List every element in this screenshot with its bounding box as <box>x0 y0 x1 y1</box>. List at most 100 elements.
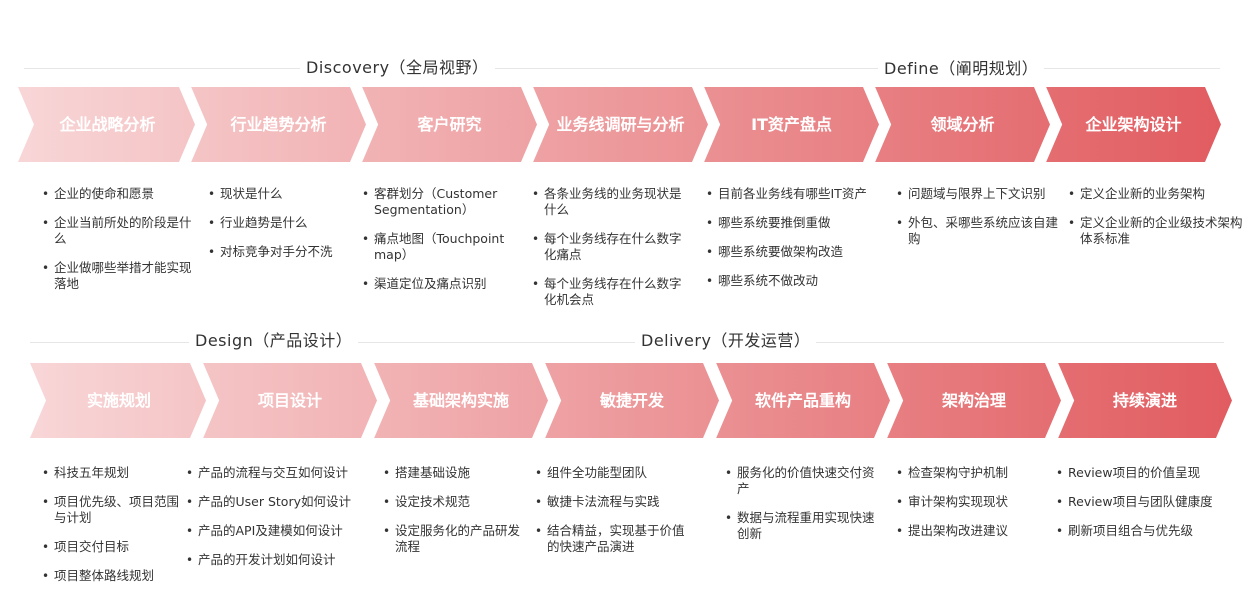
row2-step-list-5: 服务化的价值快速交付资产数据与流程重用实现快速创新 <box>725 465 875 555</box>
row2-chevron-3 <box>372 363 548 438</box>
row2-step-list-6: 检查架构守护机制审计架构实现现状提出架构改进建议 <box>896 465 1046 552</box>
list-item: 渠道定位及痛点识别 <box>362 276 522 292</box>
row1-step-title-3: 客户研究 <box>417 114 482 134</box>
row1-chevron-6 <box>873 87 1050 162</box>
row2-step-title-7: 持续演进 <box>1112 390 1177 410</box>
row2-chevron-7 <box>1056 363 1232 438</box>
row1-step-list-1: 企业的使命和愿景企业当前所处的阶段是什么企业做哪些举措才能实现落地 <box>42 186 192 305</box>
list-item: 数据与流程重用实现快速创新 <box>725 510 875 542</box>
row2-step-list-3: 搭建基础设施设定技术规范设定服务化的产品研发流程 <box>383 465 528 568</box>
row2-step-title-1: 实施规划 <box>86 390 151 410</box>
row1-step-list-3: 客群划分（Customer Segmentation） 痛点地图（Touchpoi… <box>362 186 522 305</box>
row1-chevron-separator-6 <box>871 86 892 163</box>
row2-step-list-1: 科技五年规划项目优先级、项目范围与计划项目交付目标项目整体路线规划 <box>42 465 182 597</box>
row1-chevron-5 <box>702 87 879 162</box>
phase-title-design: Design（产品设计） <box>189 331 359 351</box>
row2-chevron-separator-4 <box>541 362 562 439</box>
list-item: Review项目的价值呈现 <box>1056 465 1226 481</box>
row2-step-title-6: 架构治理 <box>941 390 1006 410</box>
list-item: 哪些系统要推倒重做 <box>706 215 871 231</box>
list-item: 定义企业新的业务架构 <box>1068 186 1246 202</box>
list-item: 提出架构改进建议 <box>896 523 1046 539</box>
list-item: 每个业务线存在什么数字化痛点 <box>532 231 692 263</box>
list-item: 产品的API及建模如何设计 <box>186 523 371 539</box>
row2-step-title-4: 敏捷开发 <box>599 390 664 410</box>
row2-step-list-4: 组件全功能型团队敏捷卡法流程与实践结合精益，实现基于价值的快速产品演进 <box>535 465 695 568</box>
row1-step-list-5: 目前各业务线有哪些IT资产哪些系统要推倒重做哪些系统要做架构改造哪些系统不做改动 <box>706 186 871 302</box>
row1-chevron-separator-5 <box>700 86 721 163</box>
list-item: 项目优先级、项目范围与计划 <box>42 494 182 526</box>
list-item: 行业趋势是什么 <box>208 215 358 231</box>
list-item: 组件全功能型团队 <box>535 465 695 481</box>
list-item: 企业的使命和愿景 <box>42 186 192 202</box>
row2-chevron-4 <box>543 363 719 438</box>
list-item: 定义企业新的企业级技术架构体系标准 <box>1068 215 1246 247</box>
list-item: 客群划分（Customer Segmentation） <box>362 186 522 218</box>
row2-chevron-separator-2 <box>199 362 220 439</box>
row2-chevron-5 <box>714 363 890 438</box>
row1-chevron-4 <box>531 87 708 162</box>
list-item: 检查架构守护机制 <box>896 465 1046 481</box>
row1-chevron-1 <box>18 87 195 162</box>
list-item: 问题域与限界上下文识别 <box>896 186 1061 202</box>
row1-step-title-7: 企业架构设计 <box>1085 114 1182 134</box>
row1-chevron-separator-7 <box>1042 86 1063 163</box>
list-item: 哪些系统要做架构改造 <box>706 244 871 260</box>
row1-step-title-4: 业务线调研与分析 <box>556 114 685 134</box>
row1-step-title-1: 企业战略分析 <box>59 114 156 134</box>
row1-step-title-2: 行业趋势分析 <box>230 114 327 134</box>
list-item: 搭建基础设施 <box>383 465 528 481</box>
list-item: 设定技术规范 <box>383 494 528 510</box>
divider-line-row2 <box>30 342 1224 343</box>
list-item: 产品的User Story如何设计 <box>186 494 371 510</box>
divider-line-row1 <box>24 68 1220 69</box>
list-item: 外包、采哪些系统应该自建购 <box>896 215 1061 247</box>
phase-title-delivery: Delivery（开发运营） <box>635 331 817 351</box>
row1-chevron-7 <box>1044 87 1221 162</box>
row1-chevron-separator-4 <box>529 86 550 163</box>
row2-chevron-6 <box>885 363 1061 438</box>
list-item: 设定服务化的产品研发流程 <box>383 523 528 555</box>
row2-chevron-separator-6 <box>883 362 904 439</box>
row2-step-title-5: 软件产品重构 <box>754 390 851 410</box>
list-item: 企业当前所处的阶段是什么 <box>42 215 192 247</box>
list-item: 服务化的价值快速交付资产 <box>725 465 875 497</box>
list-item: 结合精益，实现基于价值的快速产品演进 <box>535 523 695 555</box>
phase-title-define: Define（阐明规划） <box>878 59 1045 79</box>
row1-step-list-4: 各条业务线的业务现状是什么每个业务线存在什么数字化痛点每个业务线存在什么数字化机… <box>532 186 692 321</box>
list-item: 敏捷卡法流程与实践 <box>535 494 695 510</box>
row2-step-title-2: 项目设计 <box>257 390 322 410</box>
list-item: 项目交付目标 <box>42 539 182 555</box>
row2-chevron-1 <box>30 363 206 438</box>
list-item: 现状是什么 <box>208 186 358 202</box>
row2-chevron-separator-7 <box>1054 362 1075 439</box>
row2-step-list-7: Review项目的价值呈现 Review项目与团队健康度刷新项目组合与优先级 <box>1056 465 1226 552</box>
row1-step-title-5: IT资产盘点 <box>751 114 832 134</box>
row1-chevron-separator-3 <box>358 86 379 163</box>
list-item: 刷新项目组合与优先级 <box>1056 523 1226 539</box>
row1-step-list-2: 现状是什么行业趋势是什么对标竞争对手分不洗 <box>208 186 358 273</box>
phase-title-discovery: Discovery（全局视野） <box>300 58 495 78</box>
row2-step-list-2: 产品的流程与交互如何设计产品的User Story如何设计产品的API及建模如何… <box>186 465 371 581</box>
row1-chevron-3 <box>360 87 537 162</box>
row2-chevron-2 <box>201 363 377 438</box>
list-item: 产品的流程与交互如何设计 <box>186 465 371 481</box>
list-item: 目前各业务线有哪些IT资产 <box>706 186 871 202</box>
list-item: 产品的开发计划如何设计 <box>186 552 371 568</box>
row1-step-list-7: 定义企业新的业务架构定义企业新的企业级技术架构体系标准 <box>1068 186 1246 260</box>
list-item: 每个业务线存在什么数字化机会点 <box>532 276 692 308</box>
list-item: 项目整体路线规划 <box>42 568 182 584</box>
row2-chevron-separator-5 <box>712 362 733 439</box>
list-item: 企业做哪些举措才能实现落地 <box>42 260 192 292</box>
list-item: 各条业务线的业务现状是什么 <box>532 186 692 218</box>
row1-step-list-6: 问题域与限界上下文识别外包、采哪些系统应该自建购 <box>896 186 1061 260</box>
list-item: 痛点地图（Touchpoint map） <box>362 231 522 263</box>
list-item: 科技五年规划 <box>42 465 182 481</box>
list-item: 哪些系统不做改动 <box>706 273 871 289</box>
row2-step-title-3: 基础架构实施 <box>412 390 509 410</box>
list-item: 审计架构实现现状 <box>896 494 1046 510</box>
list-item: Review项目与团队健康度 <box>1056 494 1226 510</box>
row1-step-title-6: 领域分析 <box>930 114 995 134</box>
row1-chevron-separator-2 <box>187 86 208 163</box>
